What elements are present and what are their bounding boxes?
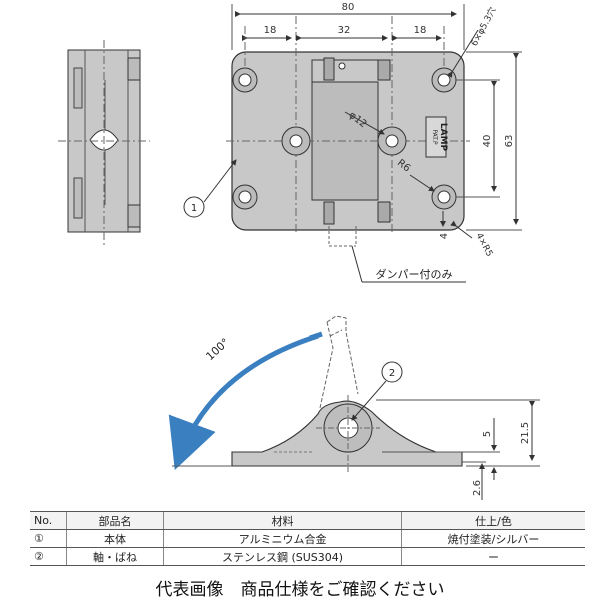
col-header-material: 材料	[162, 511, 402, 530]
dim-32: 32	[338, 25, 351, 36]
image-caption: 代表画像 商品仕様をご確認ください	[155, 580, 445, 600]
callout-1-label: 1	[191, 203, 197, 214]
col-header-finish: 仕上/色	[401, 511, 585, 530]
dim-4: 4	[439, 233, 450, 239]
parts-table: No. 部品名 材料 仕上/色 ① 本体 アルミニウム合金 焼付塗装/シルバー …	[30, 511, 585, 566]
angle-label-100: 100°	[203, 336, 231, 363]
dim-18-right: 18	[414, 25, 427, 36]
dim-hole-label: 6×φ5.3穴	[468, 5, 499, 48]
lamp-logo-sub: PAT.P	[431, 129, 438, 145]
cell-material: ステンレス鋼 (SUS304)	[162, 547, 402, 566]
damper-note: ダンパー付のみ	[328, 226, 466, 283]
dim-corner-r5: 4×R5	[473, 232, 494, 259]
cell-finish: ー	[401, 547, 585, 566]
mounting-hole-center-right	[377, 126, 407, 156]
cell-material: アルミニウム合金	[162, 529, 402, 548]
lamp-logo: LAMP	[438, 123, 448, 152]
cell-no: ①	[30, 529, 67, 548]
side-dimensions: 21.5 5 2.6	[376, 399, 540, 500]
dim-2-6: 2.6	[472, 480, 483, 496]
cell-part: 本体	[66, 529, 164, 548]
side-elevation-view: 100°	[168, 315, 463, 472]
side-profile-view	[58, 40, 150, 245]
dim-18-left: 18	[264, 25, 277, 36]
damper-note-text: ダンパー付のみ	[376, 267, 453, 281]
col-header-no: No.	[30, 511, 67, 530]
dim-height-63: 63	[504, 135, 515, 148]
callout-2: 2	[351, 361, 403, 421]
dim-width-80: 80	[342, 2, 355, 13]
mounting-hole-center-left	[281, 126, 311, 156]
cell-no: ②	[30, 547, 67, 566]
table-header-row: No. 部品名 材料 仕上/色	[30, 511, 585, 530]
col-header-part: 部品名	[66, 511, 164, 530]
cell-finish: 焼付塗装/シルバー	[401, 529, 585, 548]
table-row: ① 本体 アルミニウム合金 焼付塗装/シルバー	[30, 529, 585, 548]
table-row: ② 軸・ばね ステンレス鋼 (SUS304) ー	[30, 547, 585, 566]
mounting-hole-bottom-left	[232, 184, 258, 210]
dim-21-5: 21.5	[520, 422, 531, 444]
dim-5: 5	[482, 431, 493, 437]
mounting-hole-top-left	[232, 67, 258, 93]
cell-part: 軸・ばね	[66, 547, 164, 566]
callout-1: 1	[183, 159, 237, 218]
top-view-plate: LAMP PAT.P	[226, 16, 470, 232]
dim-height-40: 40	[482, 135, 493, 148]
callout-2-label: 2	[389, 368, 395, 379]
mounting-hole-bottom-right	[431, 184, 457, 210]
